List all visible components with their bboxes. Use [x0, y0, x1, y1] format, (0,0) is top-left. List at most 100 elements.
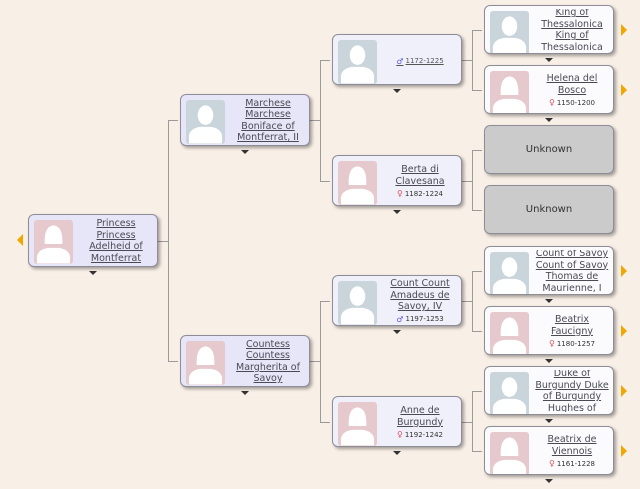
male-symbol-icon: ♂ [396, 314, 404, 323]
connector-line [310, 120, 320, 121]
avatar-silhouette-icon [186, 100, 225, 144]
avatar-silhouette-icon [490, 71, 529, 113]
unknown-person-card[interactable]: Unknown [484, 185, 614, 234]
avatar-silhouette-icon [186, 341, 225, 385]
expand-ancestors-arrow-icon[interactable] [621, 324, 627, 337]
person-card-father[interactable]: Marchese Marchese Boniface of Montferrat… [180, 94, 310, 146]
expand-children-arrow-icon[interactable] [393, 451, 401, 455]
person-name-link[interactable]: Countess Countess Margherita of Savoy [236, 339, 300, 384]
person-card-mfm[interactable]: Beatrix Faucigny ♀1180-1257 [484, 306, 614, 355]
connector-line [462, 180, 472, 182]
connector-line [472, 270, 482, 272]
avatar-silhouette-icon [338, 402, 377, 446]
avatar-silhouette-icon [490, 432, 529, 474]
avatar-silhouette-icon [490, 11, 529, 53]
expand-children-arrow-icon[interactable] [545, 359, 553, 363]
expand-ancestors-arrow-icon[interactable] [621, 384, 627, 397]
person-name-link[interactable]: Anne de Burgundy [396, 405, 443, 428]
person-name-link[interactable]: Princess Princess Adelheid of Montferrat [89, 218, 143, 264]
avatar-silhouette-icon [338, 161, 377, 205]
dates-text: 1197-1253 [405, 315, 444, 323]
life-dates: ♀1161-1228 [549, 459, 595, 468]
person-name-link[interactable]: Duke of Burgundy Duke of Burgundy Hughes… [535, 370, 609, 412]
expand-ancestors-arrow-icon[interactable] [621, 444, 627, 457]
person-name-link[interactable]: Beatrix Faucigny [551, 314, 593, 337]
person-card-mf[interactable]: Count Count Amadeus de Savoy, IV♂1197-12… [332, 275, 462, 326]
female-symbol-icon: ♀ [548, 98, 555, 107]
expand-children-arrow-icon[interactable] [545, 419, 553, 423]
expand-children-arrow-icon[interactable] [241, 150, 249, 154]
person-card-mmm[interactable]: Beatrix de Viennois ♀1161-1228 [484, 426, 614, 475]
female-symbol-icon: ♀ [548, 459, 555, 468]
connector-line [472, 450, 482, 452]
connector-line [158, 240, 168, 242]
person-card-root[interactable]: Princess Princess Adelheid of Montferrat [28, 214, 158, 267]
avatar-silhouette-icon [338, 40, 377, 84]
connector-line [168, 120, 178, 121]
life-dates: ♀1192-1242 [397, 430, 443, 439]
expand-children-arrow-icon[interactable] [393, 89, 401, 93]
expand-children-arrow-icon[interactable] [545, 118, 553, 122]
dates-text: 1161-1228 [556, 459, 595, 468]
connector-line [320, 421, 330, 423]
connector-line [320, 300, 330, 302]
person-name-link[interactable]: Count Count Amadeus de Savoy, IV [390, 279, 450, 313]
person-card-mmf[interactable]: Duke of Burgundy Duke of Burgundy Hughes… [484, 366, 614, 415]
person-name-link[interactable]: Count of Savoy Count of Savoy Thomas de … [535, 250, 609, 292]
connector-line [472, 270, 473, 331]
person-name-link[interactable]: King of Thessalonica King of Thessalonic… [541, 9, 603, 51]
female-symbol-icon: ♀ [548, 339, 555, 348]
expand-ancestors-arrow-icon[interactable] [621, 23, 627, 36]
unknown-person-card[interactable]: Unknown [484, 125, 614, 174]
person-card-fff[interactable]: King of Thessalonica King of Thessalonic… [484, 5, 614, 54]
person-name-link[interactable]: Helena del Bosco [546, 73, 598, 96]
person-name-link[interactable]: Beatrix de Viennois [547, 434, 597, 457]
avatar-silhouette-icon [490, 372, 529, 414]
connector-line [320, 59, 330, 61]
connector-line [320, 180, 330, 182]
connector-line [320, 59, 321, 181]
connector-line [462, 59, 472, 61]
person-name-link[interactable]: Berta di Clavesana [395, 164, 445, 187]
avatar-silhouette-icon [490, 312, 529, 354]
dates-text: 1150-1200 [556, 98, 595, 107]
connector-line [462, 300, 472, 302]
connector-line [320, 300, 321, 422]
connector-line [472, 149, 482, 151]
person-card-mff[interactable]: Count of Savoy Count of Savoy Thomas de … [484, 246, 614, 295]
person-card-mm[interactable]: Anne de Burgundy ♀1192-1242 [332, 396, 462, 447]
navigate-back-arrow-icon[interactable] [17, 234, 23, 246]
connector-line [168, 361, 178, 362]
person-card-ffm[interactable]: Helena del Bosco ♀1150-1200 [484, 65, 614, 114]
person-card-fm[interactable]: Berta di Clavesana♀1182-1224 [332, 155, 462, 206]
male-symbol-icon: ♂ [396, 56, 404, 66]
life-dates: ♂1172-1225 [396, 57, 443, 66]
expand-ancestors-arrow-icon[interactable] [621, 264, 627, 277]
person-card-mother[interactable]: Countess Countess Margherita of Savoy [180, 335, 310, 387]
connector-line [472, 29, 473, 90]
connector-line [472, 390, 482, 392]
expand-children-arrow-icon[interactable] [241, 391, 249, 395]
connector-line [462, 421, 472, 423]
unknown-label: Unknown [525, 144, 573, 155]
connector-line [472, 29, 482, 31]
expand-children-arrow-icon[interactable] [545, 58, 553, 62]
unknown-label: Unknown [525, 204, 573, 215]
connector-line [472, 149, 473, 210]
expand-children-arrow-icon[interactable] [393, 210, 401, 214]
expand-children-arrow-icon[interactable] [393, 330, 401, 334]
expand-children-arrow-icon[interactable] [545, 299, 553, 303]
dates-text: 1172-1225 [405, 57, 444, 65]
connector-line [472, 89, 482, 91]
person-name-link[interactable]: Marchese Marchese Boniface of Montferrat… [237, 98, 299, 143]
expand-children-arrow-icon[interactable] [545, 479, 553, 483]
expand-ancestors-arrow-icon[interactable] [621, 83, 627, 96]
dates-text: 1182-1224 [404, 189, 443, 198]
avatar-silhouette-icon [338, 281, 377, 325]
dates-text: 1180-1257 [556, 339, 595, 348]
connector-line [472, 330, 482, 332]
dates-text: 1192-1242 [404, 430, 443, 439]
avatar-silhouette-icon [490, 252, 529, 294]
expand-children-arrow-icon[interactable] [89, 271, 97, 275]
person-card-ff[interactable]: ♂1172-1225 [332, 34, 462, 85]
